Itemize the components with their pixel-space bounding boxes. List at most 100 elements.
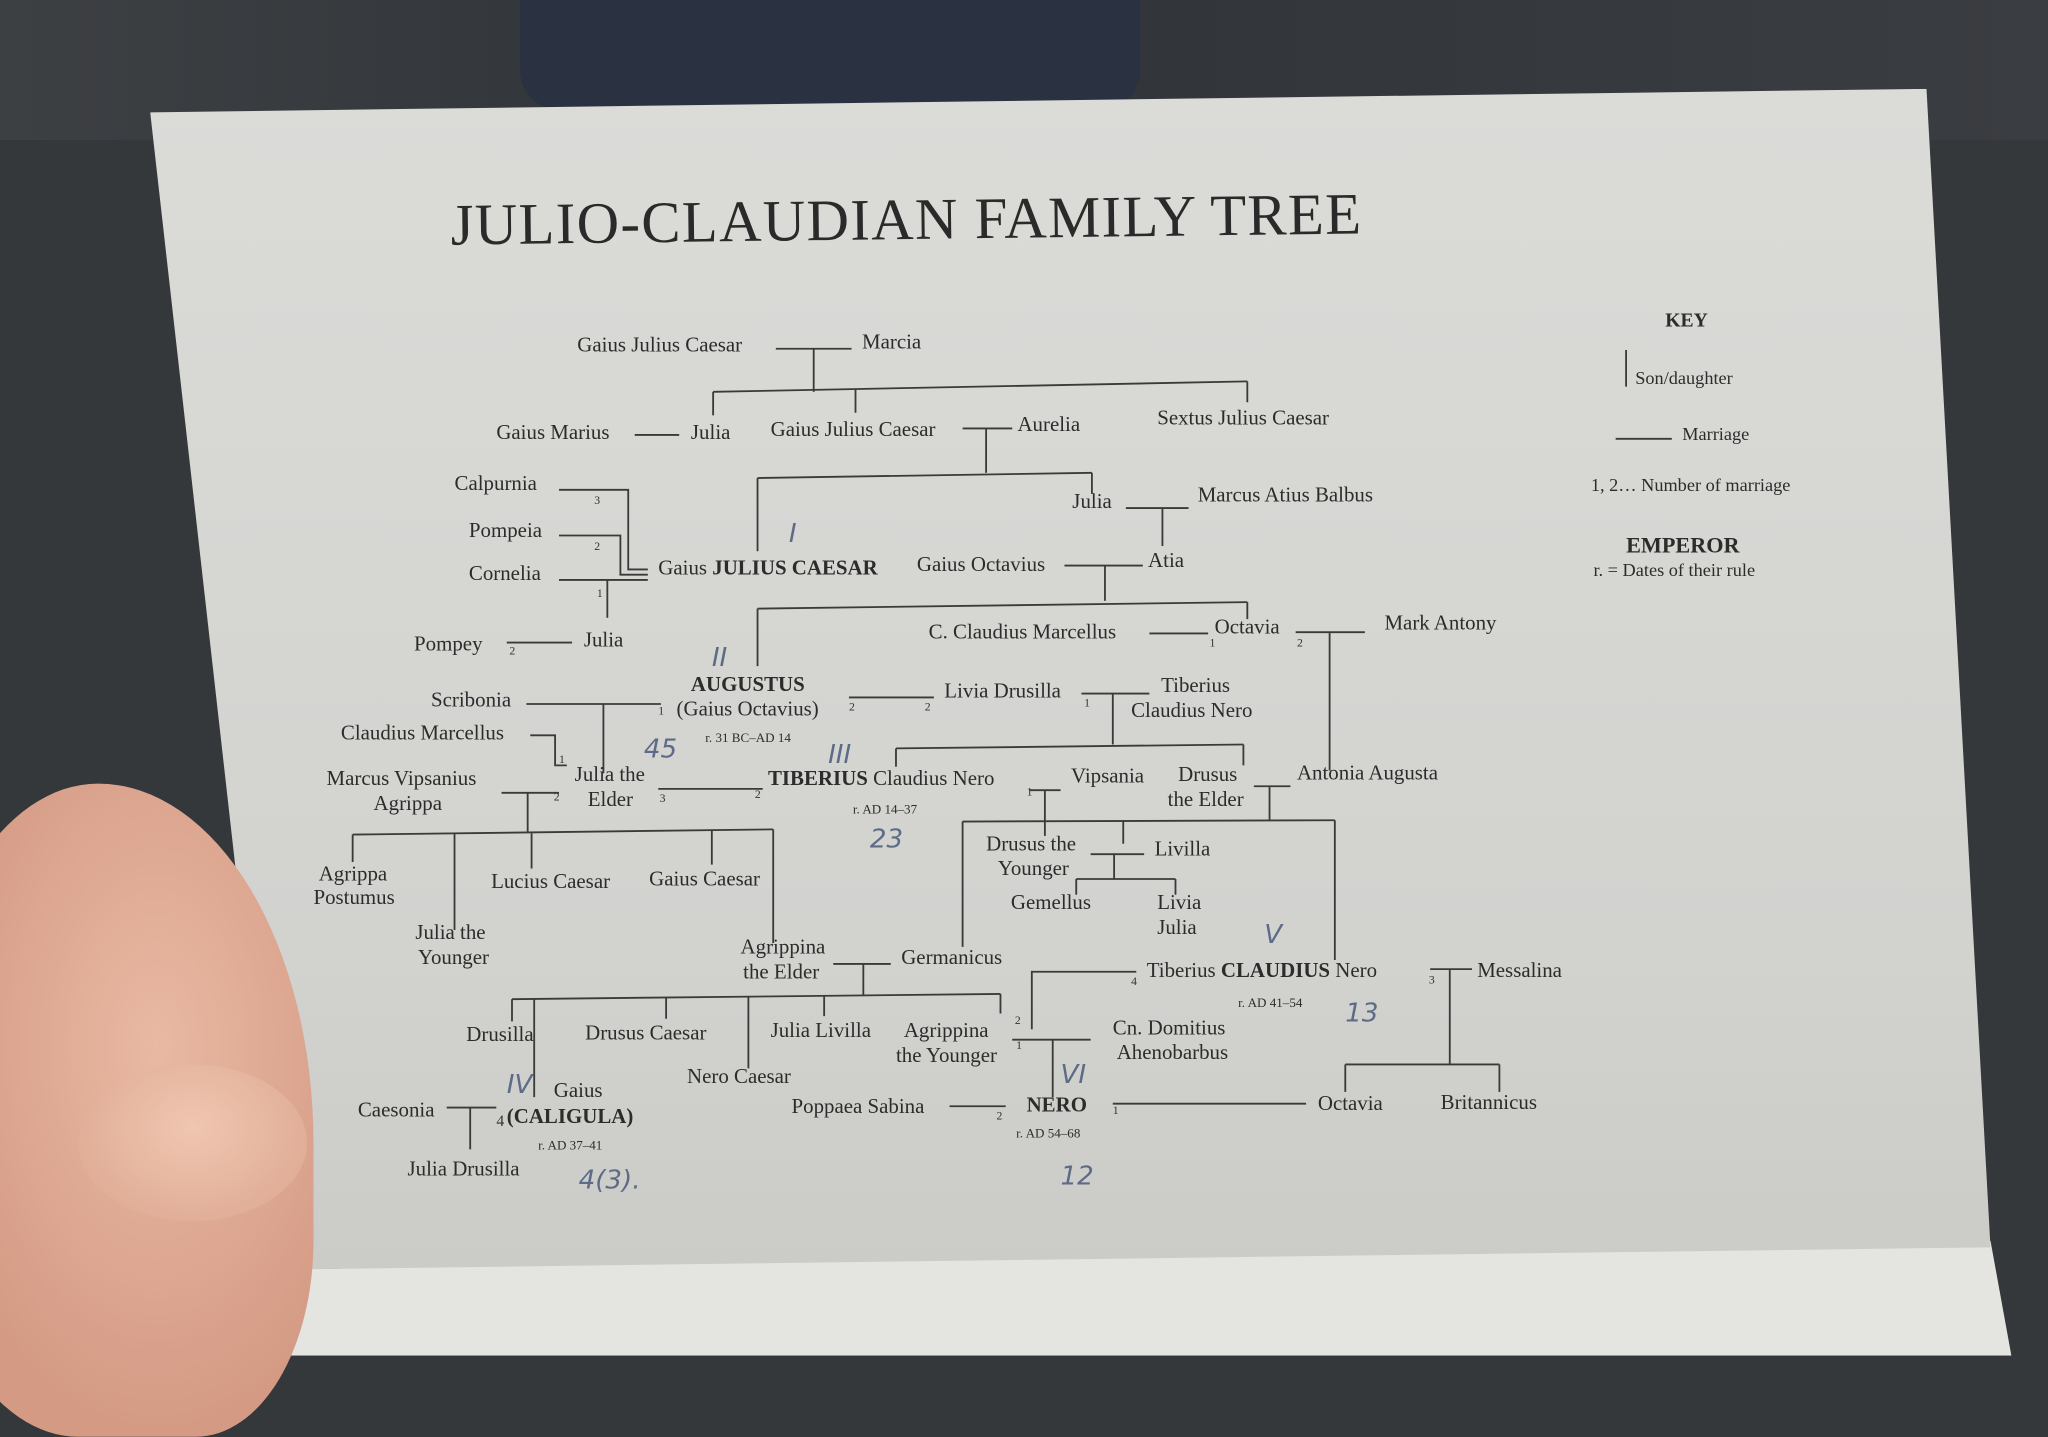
emperor-nero: NERO <box>1026 1094 1087 1117</box>
marriage-number: 1 <box>1016 1038 1023 1052</box>
emperor-augustus: AUGUSTUS <box>690 673 805 697</box>
rule-dates: r. AD 14–37 <box>852 803 918 818</box>
person: Octavia <box>1317 1093 1383 1116</box>
rule-dates: r. AD 37–41 <box>538 1138 603 1154</box>
person: Livia <box>1157 892 1202 915</box>
marriage-number: 2 <box>1296 636 1303 650</box>
person: Scribonia <box>431 689 512 712</box>
person: Mark Antony <box>1384 612 1497 635</box>
handwritten-years: 12 <box>1060 1159 1094 1192</box>
emperor-claudius: Tiberius CLAUDIUS Nero <box>1147 960 1377 984</box>
person: Gaius Octavius <box>916 553 1046 576</box>
person: Gaius Caesar <box>649 868 760 891</box>
person: Cn. Domitius <box>1112 1017 1226 1040</box>
emperor-julius-caesar: Gaius JULIUS CAESAR <box>658 558 877 582</box>
person: Messalina <box>1477 959 1562 983</box>
person: Nero Caesar <box>687 1065 791 1088</box>
person: Pompey <box>414 633 483 656</box>
handwritten-numeral: III <box>828 737 852 770</box>
marriage-number: 2 <box>553 790 560 804</box>
marriage-number: 2 <box>848 700 855 714</box>
person: Caesonia <box>357 1099 435 1122</box>
person: Julia <box>583 629 624 652</box>
rule-dates: r. AD 54–68 <box>1016 1127 1081 1142</box>
person: Marcia <box>862 331 922 354</box>
handwritten-years: 4(3). <box>578 1163 641 1196</box>
marriage-number: 1 <box>559 752 565 766</box>
marriage-number: 2 <box>996 1108 1003 1122</box>
handwritten-numeral: IV <box>506 1068 533 1100</box>
key-emperor: EMPEROR <box>1626 532 1740 558</box>
person: Julia Livilla <box>770 1020 872 1043</box>
handwritten-numeral: V <box>1264 918 1283 950</box>
person: Elder <box>587 788 634 812</box>
person: Agrippa <box>373 792 443 816</box>
handwritten-years: 45 <box>643 732 678 765</box>
person: Aurelia <box>1017 414 1081 437</box>
emperor-name: TIBERIUS <box>767 767 868 791</box>
person: Postumus <box>313 886 395 910</box>
marriage-number: 3 <box>594 493 601 507</box>
person: Julia Drusilla <box>407 1158 520 1181</box>
person: Drusus the <box>986 833 1077 856</box>
person: Julia <box>1157 916 1197 940</box>
tree-lines <box>0 0 2048 1356</box>
handwritten-numeral: VI <box>1060 1057 1087 1090</box>
person: Livilla <box>1154 838 1211 861</box>
person: Claudius Marcellus <box>340 722 504 745</box>
emperor-name: CLAUDIUS <box>1220 959 1331 983</box>
person: Gaius Julius Caesar <box>770 419 936 442</box>
person: Drusus <box>1178 764 1238 787</box>
person: Calpurnia <box>454 472 537 496</box>
key-marriage-number: 1, 2… Number of marriage <box>1590 476 1791 497</box>
person: Younger <box>417 946 489 970</box>
marriage-number: 2 <box>594 539 601 553</box>
person: Tiberius <box>1161 675 1231 698</box>
person: Julia the <box>574 764 645 787</box>
person: C. Claudius Marcellus <box>928 621 1117 644</box>
person: Atia <box>1148 549 1185 573</box>
rule-dates: r. AD 41–54 <box>1238 996 1303 1011</box>
person: Cornelia <box>468 562 541 586</box>
person: Gaius Julius Caesar <box>577 334 743 357</box>
person: Gaius Marius <box>496 421 610 445</box>
marriage-number: 2 <box>754 787 761 801</box>
person: Julia <box>1072 491 1112 514</box>
person: Drusus Caesar <box>585 1022 707 1045</box>
emperor-name: JULIUS CAESAR <box>712 557 878 580</box>
person: Antonia Augusta <box>1296 762 1439 785</box>
key-dates: r. = Dates of their rule <box>1593 561 1756 582</box>
person: Poppaea Sabina <box>791 1095 925 1119</box>
key-heading: KEY <box>1665 310 1708 332</box>
person: Drusilla <box>466 1023 534 1047</box>
person: Sextus Julius Caesar <box>1157 407 1330 430</box>
handwritten-years: 13 <box>1345 996 1379 1028</box>
person: Julia <box>690 421 731 445</box>
key-marriage: Marriage <box>1682 425 1750 446</box>
emperor-tiberius: TIBERIUS Claudius Nero <box>768 768 994 792</box>
background-object <box>520 0 1140 110</box>
marriage-number: 1 <box>596 586 603 600</box>
person: Julia the <box>415 922 486 945</box>
person: Marcus Atius Balbus <box>1197 484 1373 507</box>
marriage-number: 3 <box>1428 973 1435 987</box>
name-prefix: Tiberius <box>1146 959 1216 983</box>
marriage-number: 1 <box>1026 784 1033 799</box>
person: Agrippina <box>740 936 826 959</box>
marriage-number: 2 <box>509 643 516 657</box>
key-son-daughter: Son/daughter <box>1635 369 1733 390</box>
person-alt-name: (Gaius Octavius) <box>676 698 819 721</box>
person: Gemellus <box>1010 892 1092 915</box>
person: Younger <box>997 858 1069 881</box>
name-suffix: Nero <box>1335 959 1378 983</box>
marriage-number: 4 <box>496 1111 505 1130</box>
marriage-number: 1 <box>1112 1103 1119 1117</box>
person: the Elder <box>1167 788 1244 812</box>
person: Britannicus <box>1440 1091 1537 1115</box>
handwritten-numeral: II <box>711 641 728 673</box>
person: Germanicus <box>901 946 1003 970</box>
person: Lucius Caesar <box>491 871 611 894</box>
marriage-number: 1 <box>1209 636 1216 650</box>
name-prefix: Gaius <box>658 557 708 580</box>
